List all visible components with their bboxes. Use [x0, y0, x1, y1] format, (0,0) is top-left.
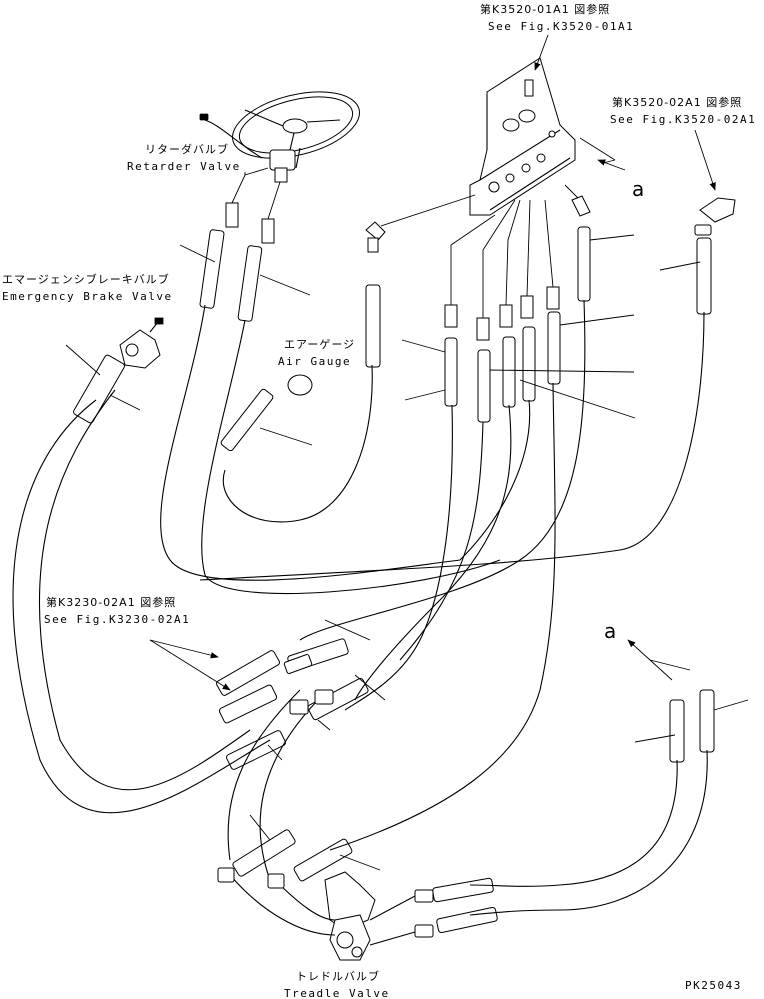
middle-fittings	[283, 653, 334, 715]
treadle-en: Treadle Valve	[284, 987, 390, 999]
ref-top-en: See Fig.K3520-01A1	[488, 20, 634, 33]
air-gauge-en: Air Gauge	[278, 355, 351, 368]
valve-block-bracket	[469, 57, 576, 216]
hose-segments	[73, 226, 715, 934]
drawing-number: PK25043	[685, 979, 742, 992]
mark-a-bottom: a	[604, 619, 616, 643]
ref-right-jp: 第K3520-02A1 図参照	[612, 95, 742, 109]
emergency-jp: エマージェンシブレーキバルブ	[2, 272, 170, 286]
treadle-valve	[217, 867, 434, 961]
air-gauge-jp: エアーゲージ	[284, 338, 355, 351]
retarder-jp: リターダバルブ	[145, 142, 229, 156]
ref-right-en: See Fig.K3520-02A1	[610, 113, 756, 126]
mark-a-top: a	[632, 177, 644, 201]
ref-mid-jp: 第K3230-02A1 図参照	[46, 595, 176, 609]
reference-arrows	[149, 34, 716, 691]
leader-lines	[65, 137, 749, 871]
steering-wheel	[199, 91, 360, 183]
curved-hoses	[12, 299, 708, 916]
emergency-brake-valve	[119, 317, 164, 369]
ref-top-jp: 第K3520-01A1 図参照	[480, 2, 610, 16]
emergency-en: Emergency Brake Valve	[2, 290, 173, 303]
treadle-jp: トレドルバルブ	[296, 969, 380, 983]
ref-mid-en: See Fig.K3230-02A1	[44, 613, 190, 626]
retarder-en: Retarder Valve	[127, 160, 241, 173]
hose-fittings	[225, 167, 736, 341]
